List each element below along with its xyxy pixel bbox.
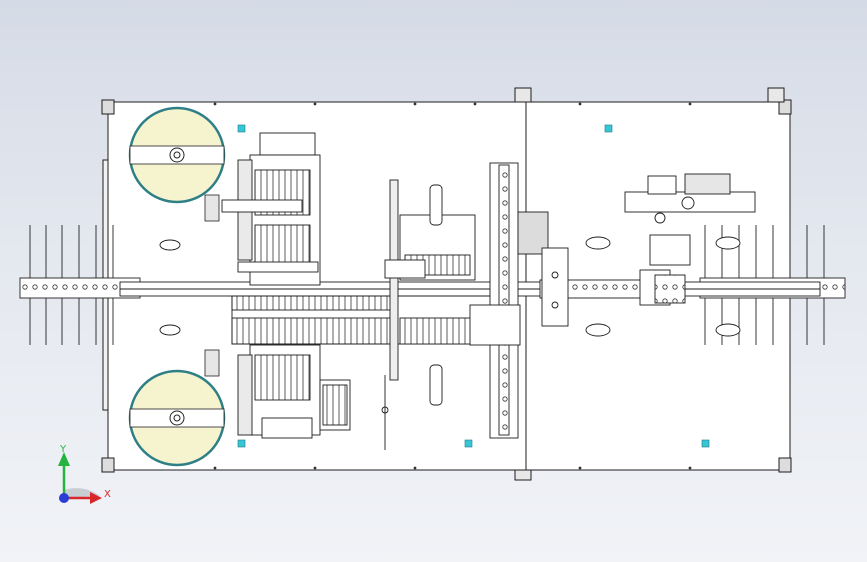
corner-foot	[101, 457, 115, 473]
fiducial-markers	[237, 124, 710, 448]
lower-feeder-module	[237, 344, 351, 439]
corner-foot	[101, 99, 115, 115]
upper-feeder-module	[221, 132, 321, 286]
center-station	[381, 179, 476, 450]
tension-spools	[159, 236, 741, 337]
y-axis-label: Y	[59, 444, 67, 455]
corner-foot	[778, 457, 792, 473]
leveling-foot	[767, 87, 785, 103]
edge-bolts	[213, 102, 692, 470]
x-axis-label: X	[104, 489, 111, 500]
axis-triad: Y X	[58, 444, 111, 504]
right-top-assembly	[624, 173, 756, 306]
motor-block	[517, 211, 569, 327]
leveling-foot	[514, 87, 532, 103]
vertical-rail	[469, 162, 521, 439]
z-axis-dot	[59, 493, 69, 503]
corner-foot	[778, 99, 792, 115]
leveling-foot	[514, 469, 532, 481]
upper-reel	[128, 106, 226, 222]
lower-reel	[128, 349, 226, 467]
